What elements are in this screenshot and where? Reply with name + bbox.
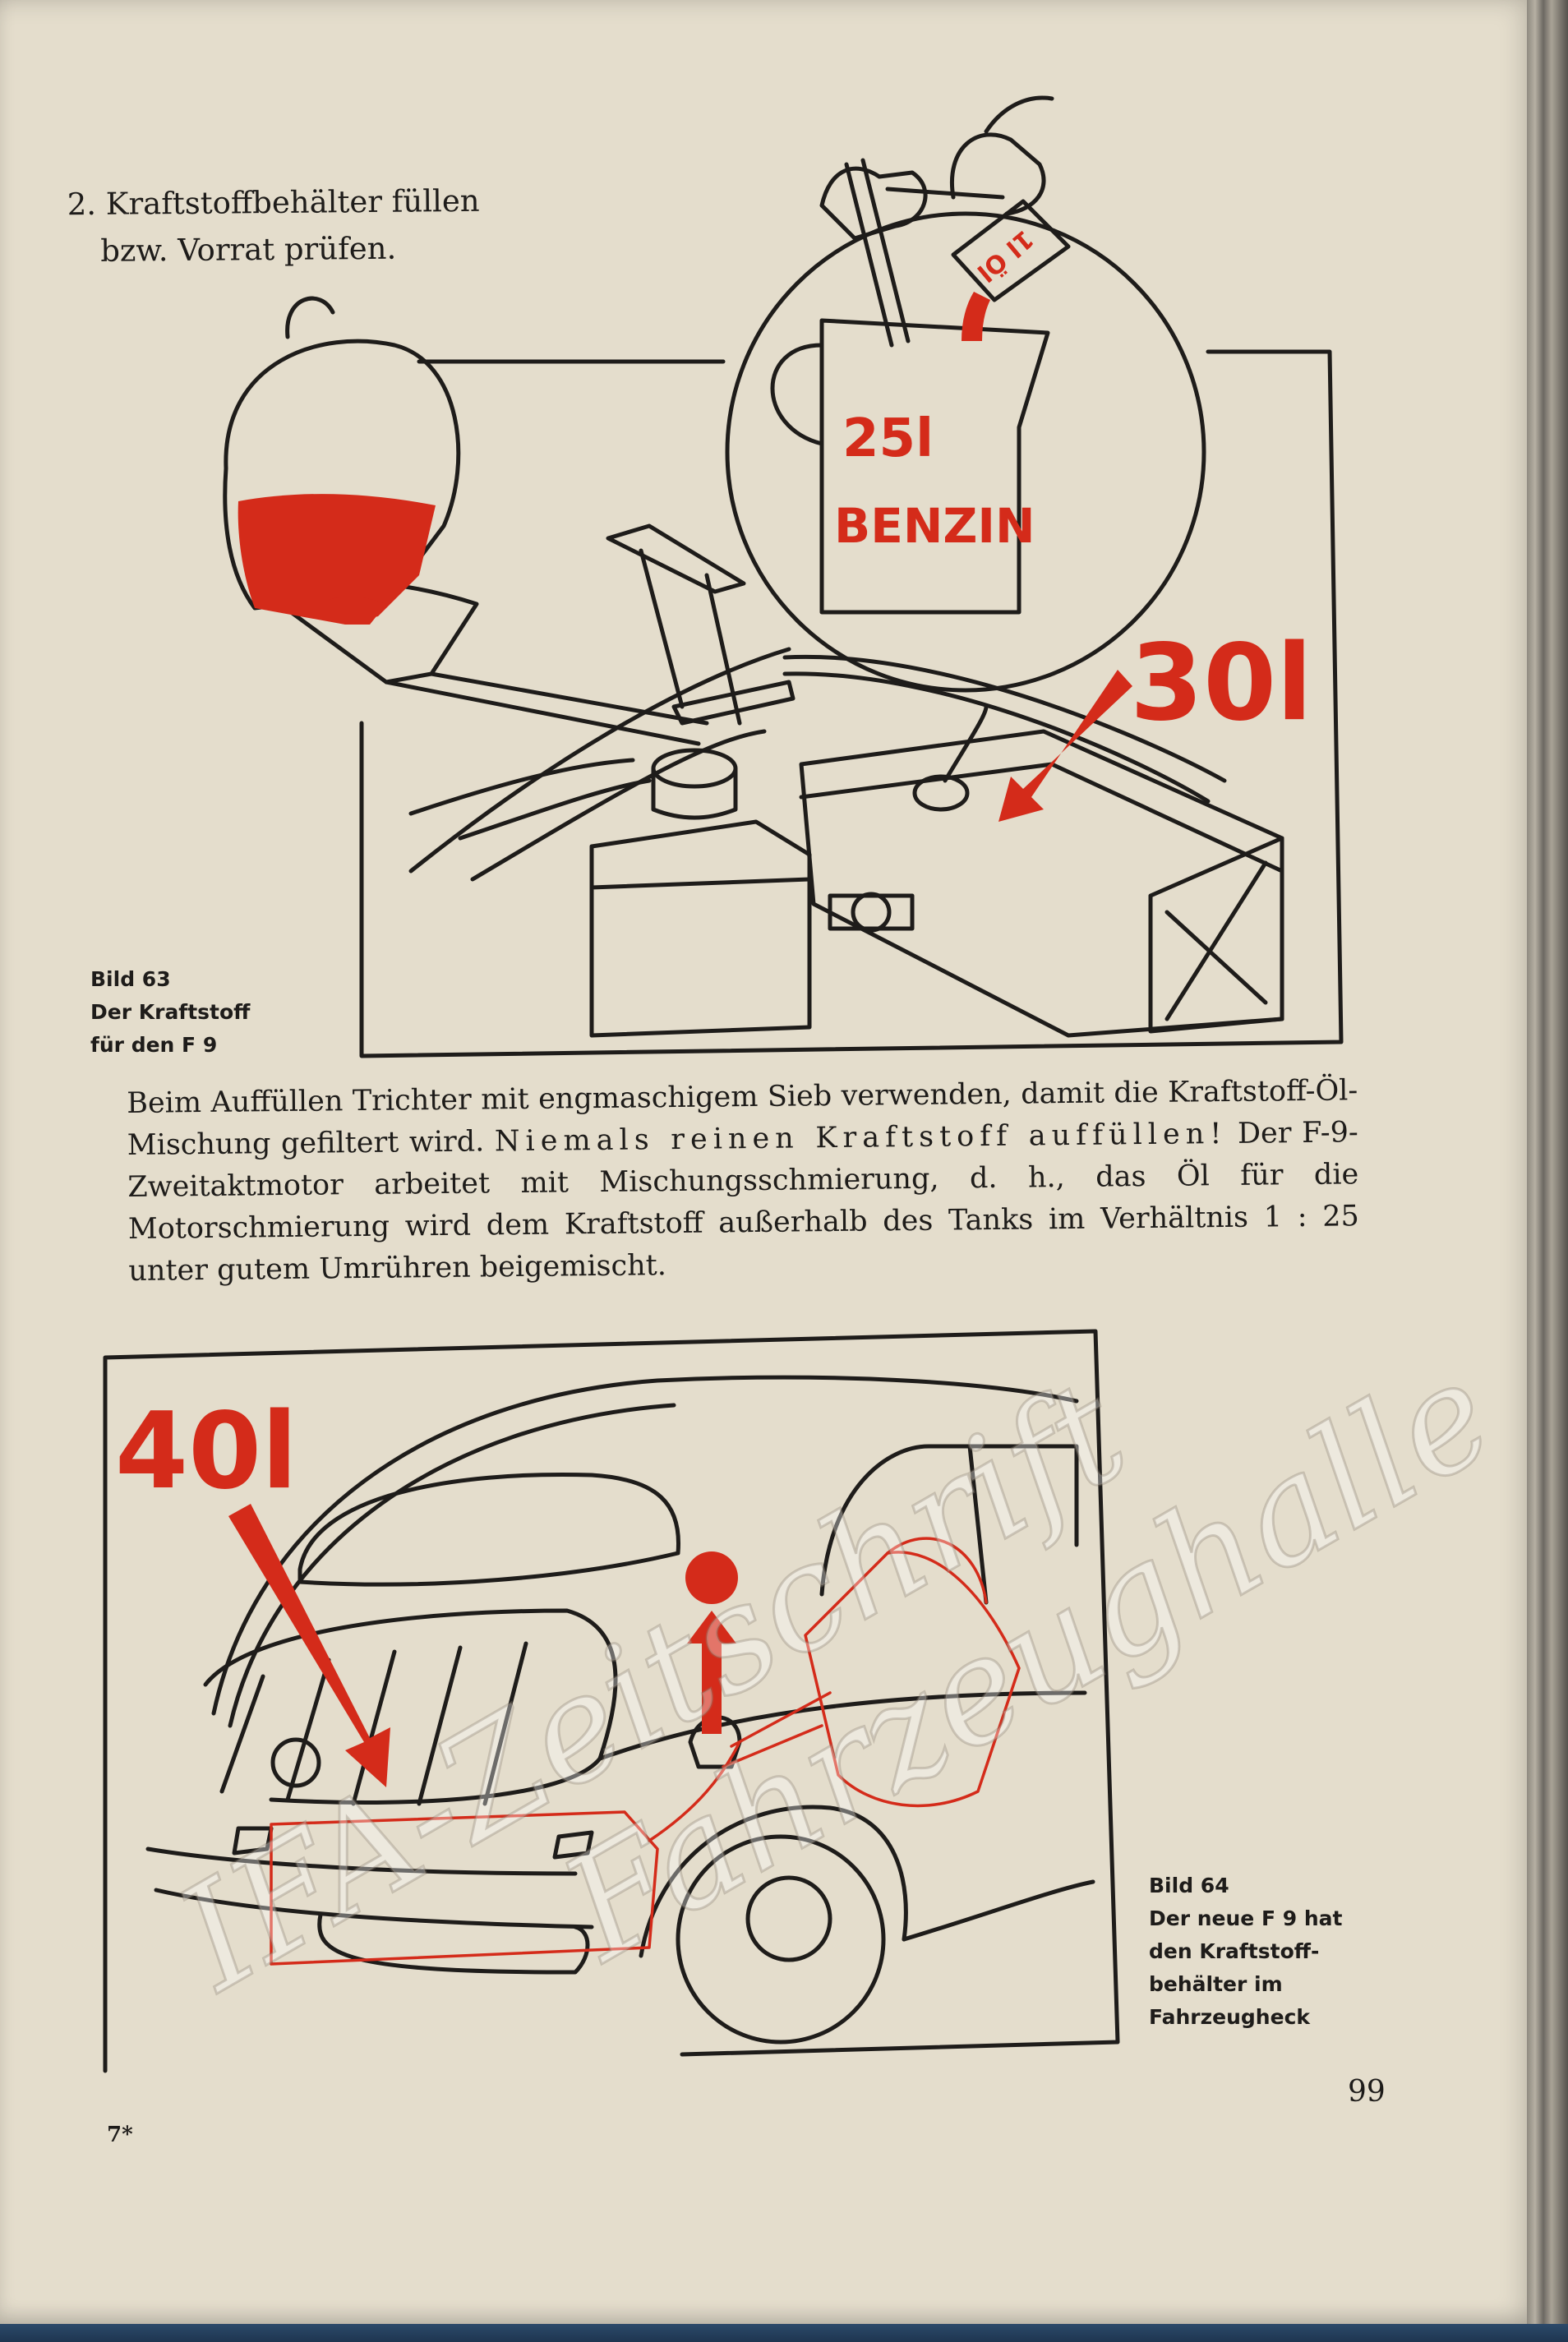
figure-63-caption: Bild 63 Der Kraftstoff für den F 9 — [90, 963, 250, 1062]
arrow-40l — [228, 1504, 390, 1787]
figure-63-frame-right — [359, 349, 1344, 1058]
filler-pipe-red — [648, 1740, 741, 1842]
funnel-spout — [384, 671, 709, 746]
cowl-line-1 — [408, 758, 635, 816]
fuel-tap-body — [828, 893, 915, 931]
fuel-can — [819, 318, 1050, 615]
tail-light — [232, 1826, 274, 1856]
tank-outline-red — [270, 1810, 659, 1966]
can-label-benzin: BENZIN — [834, 498, 1035, 554]
lid-ribs — [219, 1641, 528, 1806]
arrow-up-red — [687, 1611, 736, 1734]
caption-64-line-1: Bild 64 — [1149, 1874, 1229, 1897]
windshield-frame — [782, 654, 1227, 783]
jug-fuel-fill — [238, 494, 436, 625]
pouring-jug — [223, 339, 461, 611]
hand-right — [950, 95, 1054, 216]
page-edge — [1527, 0, 1568, 2342]
filler-neck — [651, 766, 738, 820]
body-paragraph: Beim Auffüllen Trichter mit engmaschigem… — [127, 1070, 1360, 1293]
tank-sender-wire — [943, 704, 989, 783]
filler-cap-red — [685, 1551, 738, 1604]
figure-64-caption: Bild 64 Der neue F 9 hat den Kraftstoff-… — [1149, 1869, 1342, 2034]
engine-box — [589, 819, 812, 1038]
rear-window — [297, 1473, 681, 1587]
caption-64-line-4: behälter im — [1149, 1972, 1283, 1996]
inset-circle — [725, 211, 1206, 693]
windshield-frame-inner — [782, 671, 1211, 804]
book-page — [0, 0, 1538, 2324]
tank-filler-cap — [912, 774, 970, 812]
stirring-stick — [844, 158, 911, 348]
side-window — [819, 1444, 1079, 1597]
caption-64-line-5: Fahrzeugheck — [1149, 2005, 1311, 2029]
arrow-30l — [998, 670, 1132, 822]
figure-64-frame — [103, 1329, 1120, 2073]
hand-left — [819, 166, 1005, 241]
cowl-line-2 — [458, 778, 652, 841]
car-roof — [211, 1375, 1079, 1716]
caption-64-line-2: Der neue F 9 hat — [1149, 1906, 1343, 1930]
rear-bumper — [145, 1846, 594, 1929]
emblem-icon — [270, 1737, 321, 1788]
watering-can-handle-red — [886, 1537, 988, 1604]
watering-can-spout-red — [722, 1691, 832, 1768]
hood-hinge — [606, 523, 796, 726]
tank-volume-40l: 40l — [115, 1390, 297, 1513]
page-number: 99 — [1348, 2075, 1386, 2109]
fuel-can-handle — [770, 343, 824, 446]
caption-63-line-1: Bild 63 — [90, 967, 171, 991]
can-label-volume: 25l — [842, 408, 934, 469]
tail-light-right — [552, 1830, 594, 1860]
oil-can — [951, 199, 1071, 302]
funnel-fuel — [329, 597, 386, 625]
watering-can-red — [804, 1551, 1021, 1808]
rear-fender — [639, 1805, 908, 1958]
fuel-tank-end — [1148, 836, 1284, 1034]
car-hood-line — [408, 647, 791, 874]
rear-wheel-hub — [745, 1875, 832, 1962]
book-cover-edge — [0, 2324, 1568, 2342]
signature-mark: 7* — [107, 2123, 133, 2147]
engine-lid — [203, 1608, 618, 1805]
paragraph-emphasis: Niemals reinen Kraftstoff auffüllen! — [494, 1117, 1228, 1159]
caption-63-line-2: Der Kraftstoff — [90, 1000, 251, 1024]
door-pillar — [967, 1444, 989, 1605]
jug-handle — [285, 296, 335, 339]
tank-volume-30l: 30l — [1130, 622, 1312, 745]
rear-wheel — [676, 1834, 886, 2045]
caption-64-line-3: den Kraftstoff- — [1149, 1939, 1320, 1963]
caption-63-line-3: für den F 9 — [90, 1033, 218, 1057]
rear-bumper-guard — [317, 1912, 590, 1975]
oil-stream — [962, 292, 990, 341]
